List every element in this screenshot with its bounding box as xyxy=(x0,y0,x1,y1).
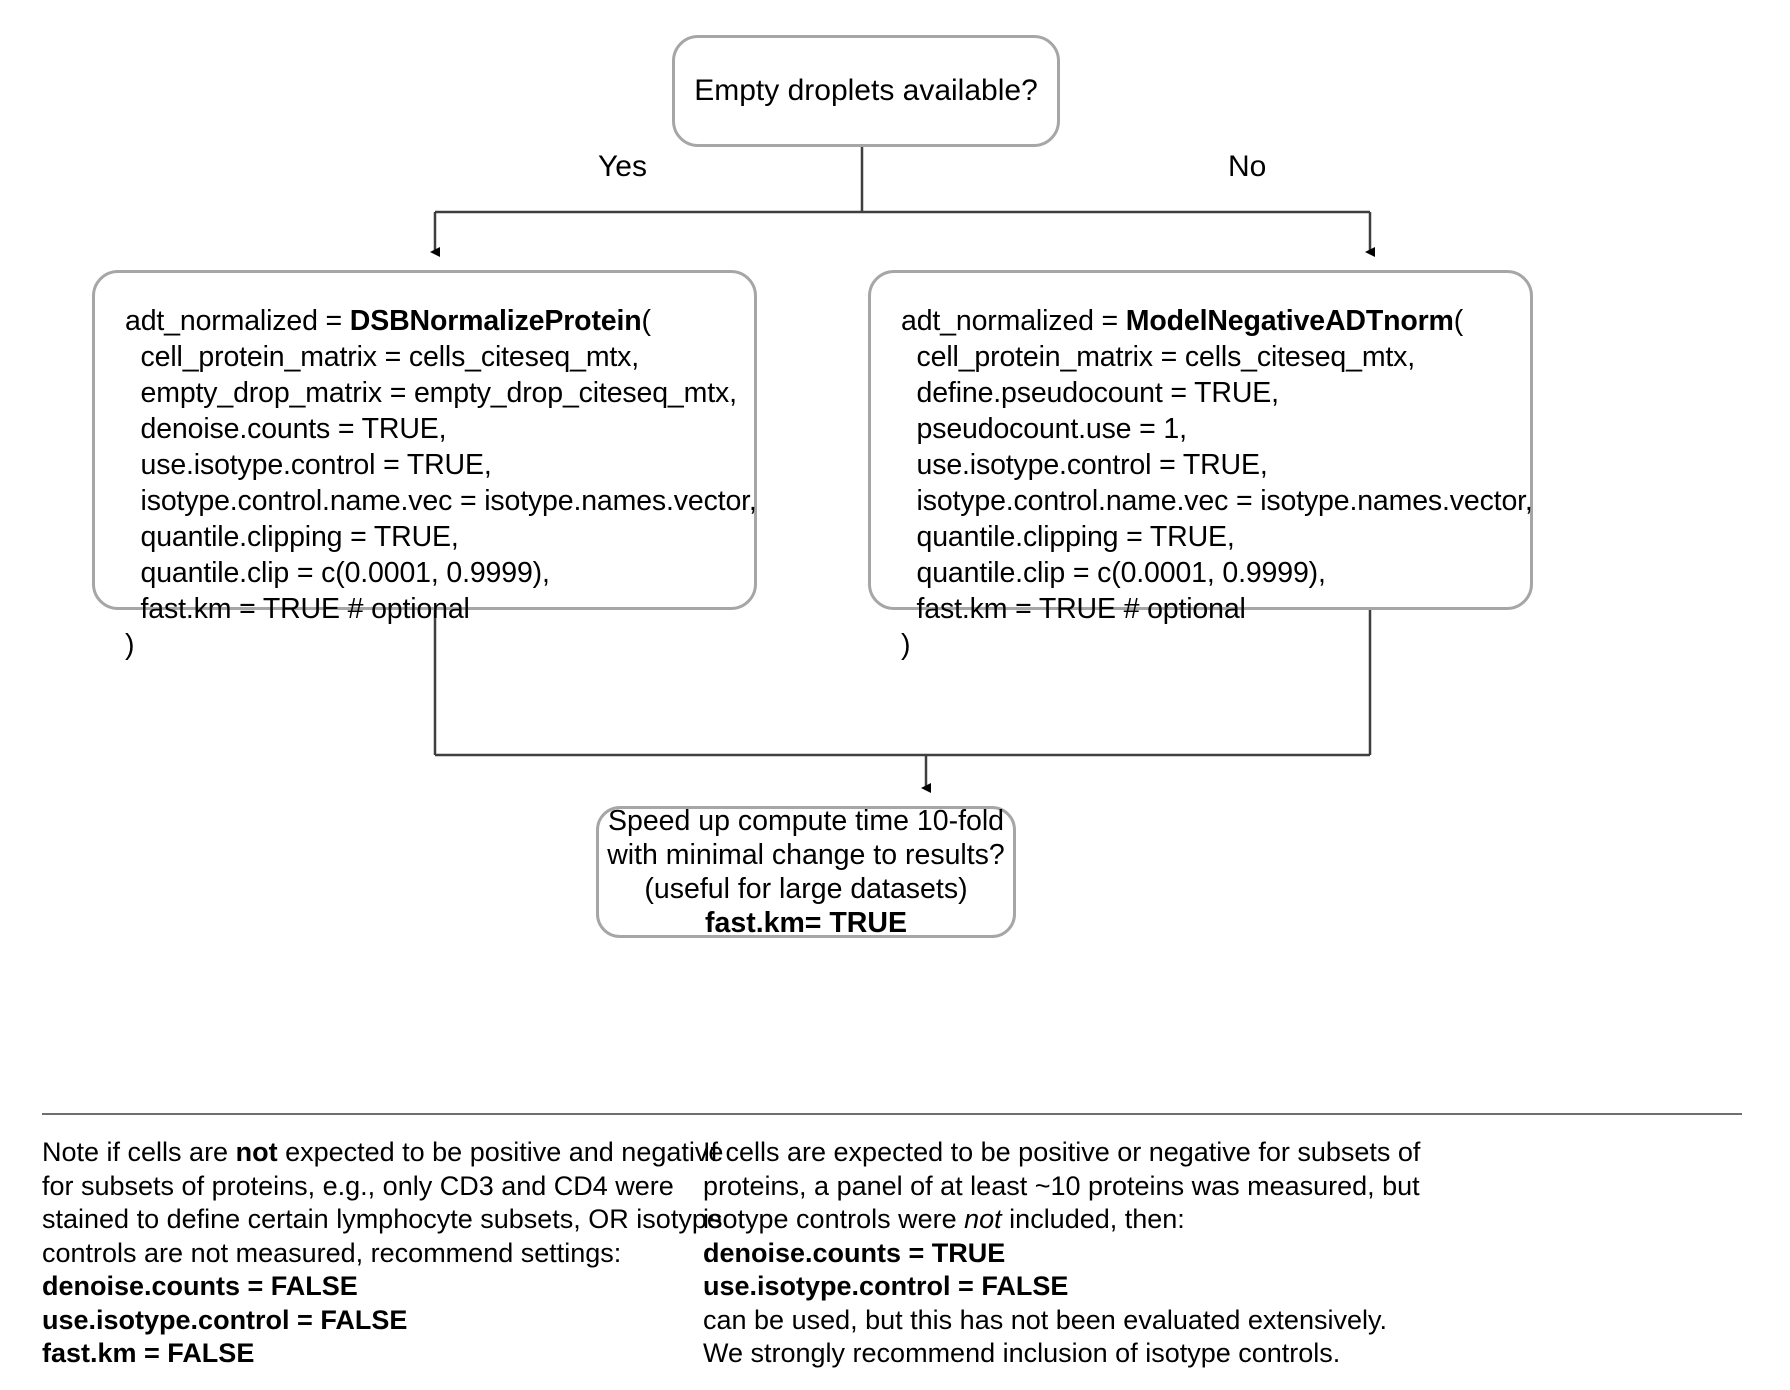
footnote-right-setting-denoise: denoise.counts = TRUE xyxy=(703,1237,1403,1271)
footnote-right-line-3a: isotype controls were xyxy=(703,1204,965,1234)
code-node-dsbnormalizeprotein-code: adt_normalized = DSBNormalizeProtein( ce… xyxy=(125,303,757,663)
fastkm-line-3: (useful for large datasets) xyxy=(644,873,968,905)
footnote-left-line-4: controls are not measured, recommend set… xyxy=(42,1237,622,1268)
dsb-code-line-1: adt_normalized = DSBNormalizeProtein( xyxy=(125,303,757,339)
footnote-left-line-1-emphasis: not xyxy=(235,1137,278,1167)
dsb-code-line-6: isotype.control.name.vec = isotype.names… xyxy=(125,483,757,519)
mna-code-line-1-tail: ( xyxy=(1453,305,1464,337)
dsb-code-line-8-text: quantile.clip = c(0.0001, 0.9999), xyxy=(125,557,550,589)
footnote-left: Note if cells are not expected to be pos… xyxy=(42,1136,723,1371)
footer-divider xyxy=(42,1113,1742,1115)
dsb-code-line-2: cell_protein_matrix = cells_citeseq_mtx, xyxy=(125,339,757,375)
footnote-left-setting-denoise: denoise.counts = FALSE xyxy=(42,1270,682,1304)
dsb-code-line-10: ) xyxy=(125,627,757,663)
footnote-right-line-2: proteins, a panel of at least ~10 protei… xyxy=(703,1170,1420,1201)
dsb-code-line-9: fast.km = TRUE # optional xyxy=(125,591,757,627)
mna-code-line-8-text: quantile.clip = c(0.0001, 0.9999), xyxy=(901,557,1326,589)
mna-code-line-3: define.pseudocount = TRUE, xyxy=(901,375,1533,411)
footnote-left-line-1: Note if cells are not expected to be pos… xyxy=(42,1136,723,1170)
mna-code-line-9: fast.km = TRUE # optional xyxy=(901,591,1533,627)
fastkm-line-4: fast.km= TRUE xyxy=(705,907,907,939)
decision-node-fast-km[interactable]: Speed up compute time 10-fold with minim… xyxy=(596,804,1016,940)
footnote-right-line-3: isotype controls were not included, then… xyxy=(703,1203,1403,1237)
code-node-modelnegativeadtnorm[interactable]: adt_normalized = ModelNegativeADTnorm( c… xyxy=(868,270,1533,661)
code-node-modelnegativeadtnorm-code: adt_normalized = ModelNegativeADTnorm( c… xyxy=(901,303,1533,663)
dsb-code-line-4-text: denoise.counts = TRUE, xyxy=(125,413,447,445)
footnote-right-line-5: use.isotype.control = FALSE xyxy=(703,1271,1069,1301)
mna-code-line-4: pseudocount.use = 1, xyxy=(901,411,1533,447)
footnote-right-line-3c: included, then: xyxy=(1001,1204,1185,1234)
mna-code-line-1-function: ModelNegativeADTnorm xyxy=(1125,305,1454,337)
footnote-left-line-2: for subsets of proteins, e.g., only CD3 … xyxy=(42,1170,674,1201)
footnote-right-line-6: can be used, but this has not been evalu… xyxy=(703,1304,1387,1335)
dsb-code-line-8: quantile.clip = c(0.0001, 0.9999), xyxy=(125,555,757,591)
mna-code-line-7-text: quantile.clipping = TRUE, xyxy=(901,521,1235,553)
mna-code-line-1: adt_normalized = ModelNegativeADTnorm( xyxy=(901,303,1533,339)
dsb-code-line-3-text: empty_drop_matrix = empty_drop_citeseq_m… xyxy=(125,377,737,409)
dsb-code-line-5: use.isotype.control = TRUE, xyxy=(125,447,757,483)
dsb-code-line-6-text: isotype.control.name.vec = isotype.names… xyxy=(125,485,757,517)
code-node-dsbnormalizeprotein[interactable]: adt_normalized = DSBNormalizeProtein( ce… xyxy=(92,270,757,661)
edge-label-no: No xyxy=(1228,150,1267,183)
dsb-code-line-7-text: quantile.clipping = TRUE, xyxy=(125,521,459,553)
dsb-code-line-7: quantile.clipping = TRUE, xyxy=(125,519,757,555)
footnote-right-line-4: denoise.counts = TRUE xyxy=(703,1237,1006,1268)
footnote-left-line-1c: expected to be positive and negative xyxy=(277,1137,724,1167)
footnote-left-line-7: fast.km = FALSE xyxy=(42,1338,255,1368)
dsb-code-line-3: empty_drop_matrix = empty_drop_citeseq_m… xyxy=(125,375,757,411)
dsb-code-line-4: denoise.counts = TRUE, xyxy=(125,411,757,447)
fastkm-line-2: with minimal change to results? xyxy=(607,839,1005,871)
mna-code-line-5: use.isotype.control = TRUE, xyxy=(901,447,1533,483)
dsb-code-line-10-text: ) xyxy=(125,629,135,661)
dsb-code-line-1-function: DSBNormalizeProtein xyxy=(349,305,642,337)
mna-code-line-9-text: fast.km = TRUE # optional xyxy=(901,593,1246,625)
footnote-left-setting-fastkm: fast.km = FALSE xyxy=(42,1337,682,1371)
decision-node-empty-droplets[interactable]: Empty droplets available? xyxy=(672,35,1060,147)
mna-code-line-4-text: pseudocount.use = 1, xyxy=(901,413,1187,445)
footnote-left-line-1a: Note if cells are xyxy=(42,1137,236,1167)
dsb-code-line-1-tail: ( xyxy=(641,305,651,337)
dsb-code-line-9-text: fast.km = TRUE # optional xyxy=(125,593,470,625)
edge-label-yes: Yes xyxy=(598,150,647,183)
dsb-code-line-5-text: use.isotype.control = TRUE, xyxy=(125,449,492,481)
footnote-left-line-5: denoise.counts = FALSE xyxy=(42,1271,358,1301)
mna-code-line-3-text: define.pseudocount = TRUE, xyxy=(901,377,1280,409)
mna-code-line-1-text: adt_normalized = xyxy=(901,305,1126,337)
mna-code-line-6: isotype.control.name.vec = isotype.names… xyxy=(901,483,1533,519)
mna-code-line-5-text: use.isotype.control = TRUE, xyxy=(901,449,1268,481)
footnote-right-line-1: If cells are expected to be positive or … xyxy=(703,1137,1421,1167)
footnote-left-line-6: use.isotype.control = FALSE xyxy=(42,1304,408,1335)
footnote-right-setting-isotype: use.isotype.control = FALSE xyxy=(703,1270,1403,1304)
footnote-right: If cells are expected to be positive or … xyxy=(703,1136,1421,1371)
fastkm-line-1: Speed up compute time 10-fold xyxy=(607,805,1005,837)
decision-node-fast-km-text: Speed up compute time 10-fold with minim… xyxy=(607,804,1005,940)
dsb-code-line-1-text: adt_normalized = xyxy=(125,305,350,337)
mna-code-line-10: ) xyxy=(901,627,1533,663)
footnote-left-setting-isotype: use.isotype.control = FALSE xyxy=(42,1304,682,1338)
footnote-right-line-3-emphasis: not xyxy=(964,1204,1002,1234)
mna-code-line-2: cell_protein_matrix = cells_citeseq_mtx, xyxy=(901,339,1533,375)
mna-code-line-6-text: isotype.control.name.vec = isotype.names… xyxy=(901,485,1533,517)
mna-code-line-8: quantile.clip = c(0.0001, 0.9999), xyxy=(901,555,1533,591)
mna-code-line-10-text: ) xyxy=(901,629,911,661)
dsb-code-line-2-text: cell_protein_matrix = cells_citeseq_mtx, xyxy=(125,341,640,373)
mna-code-line-7: quantile.clipping = TRUE, xyxy=(901,519,1533,555)
mna-code-line-2-text: cell_protein_matrix = cells_citeseq_mtx, xyxy=(901,341,1416,373)
footnote-right-line-7: We strongly recommend inclusion of isoty… xyxy=(703,1338,1341,1368)
decision-node-empty-droplets-label: Empty droplets available? xyxy=(694,74,1038,108)
footnote-left-line-3: stained to define certain lymphocyte sub… xyxy=(42,1204,722,1234)
